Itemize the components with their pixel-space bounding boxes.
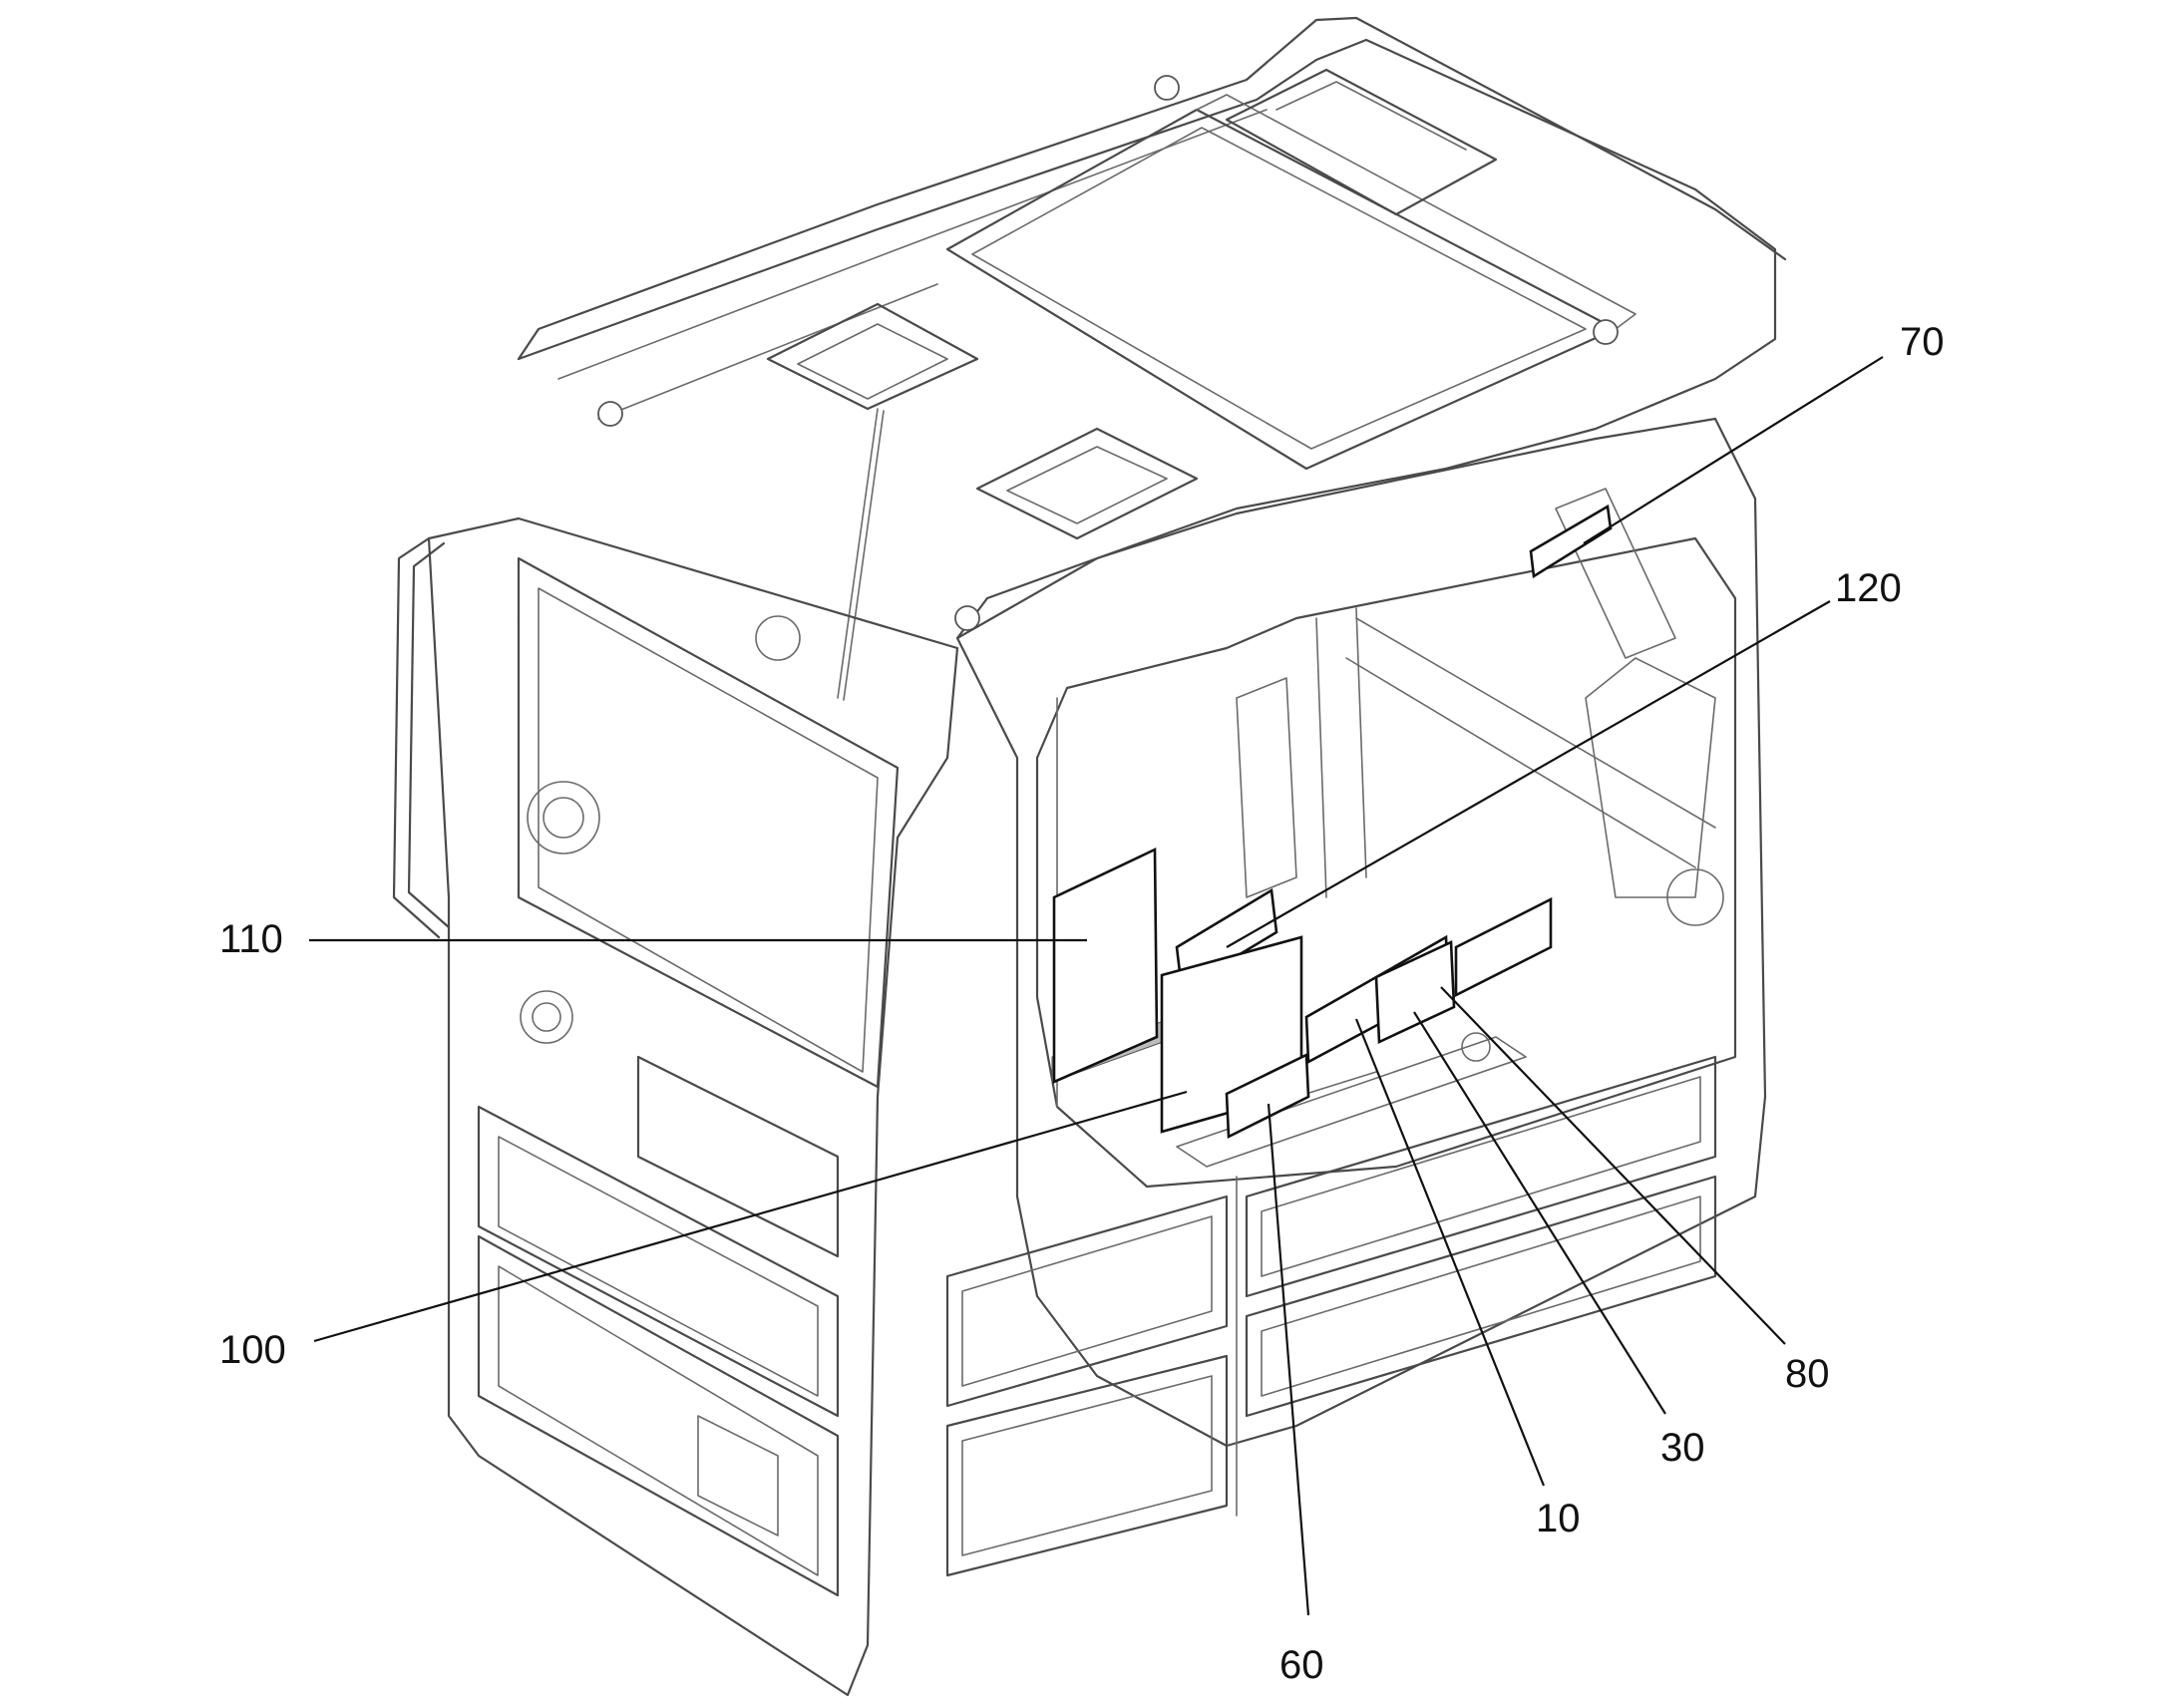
callout-30: 30 — [1660, 1426, 1705, 1470]
decal-80 — [1454, 896, 1553, 998]
decal-30 — [1374, 940, 1456, 1044]
callout-120: 120 — [1835, 566, 1902, 610]
leader-120 — [1226, 600, 1831, 948]
callout-100: 100 — [219, 1328, 286, 1372]
cab-front — [945, 417, 1767, 1577]
leader-60 — [1267, 1103, 1310, 1616]
decal-group — [1051, 504, 1613, 1140]
cab-left-side — [392, 516, 959, 1697]
callout-70: 70 — [1900, 320, 1945, 364]
leader-100 — [313, 1090, 1188, 1343]
callout-60: 60 — [1279, 1643, 1324, 1687]
callout-10: 10 — [1536, 1497, 1581, 1540]
callout-80: 80 — [1785, 1352, 1830, 1396]
decal-60 — [1225, 1052, 1310, 1140]
leader-80 — [1440, 986, 1786, 1345]
leader-10 — [1354, 1018, 1546, 1487]
cab-roof — [517, 16, 1787, 701]
leader-70 — [1583, 356, 1884, 544]
callout-110: 110 — [219, 917, 283, 961]
decal-70 — [1529, 504, 1613, 579]
leader-lines — [309, 356, 1884, 1616]
leader-30 — [1413, 1011, 1666, 1415]
decal-110 — [1052, 847, 1159, 1084]
